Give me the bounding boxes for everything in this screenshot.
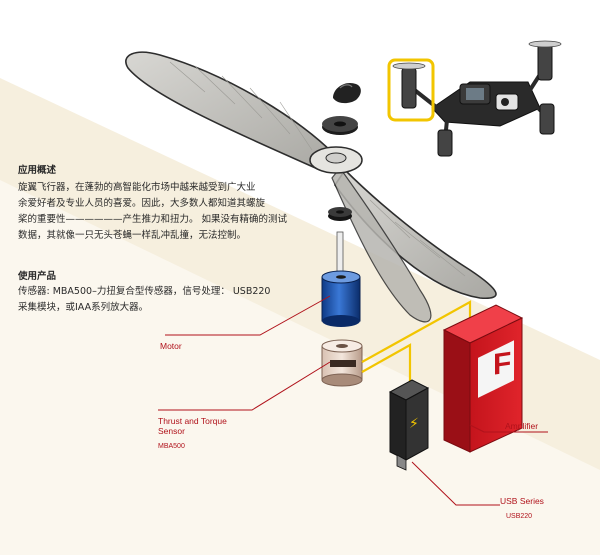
intro-line: 桨的重要性——————产生推力和扭力。 如果没有精确的测试 (18, 214, 288, 225)
signal-cables (361, 300, 472, 392)
sensor-body (321, 339, 363, 387)
amplifier-label: Amplifier (505, 421, 539, 431)
usb-module (388, 379, 430, 471)
washer-top (322, 116, 358, 135)
usb-model-label: USB220 (506, 513, 533, 520)
washer-bottom (328, 207, 352, 221)
products-line: 传感器: MBA500–力扭复合型传感器，信号处理： USB220 (18, 286, 271, 297)
motor-shaft (336, 231, 344, 278)
amplifier-logo: F (493, 346, 511, 381)
products-line: 采集模块，或IAA系列放大器。 (18, 302, 149, 313)
intro-line: 数据，其就像一只无头苍蝇一样乱冲乱撞，无法控制。 (18, 230, 247, 241)
motor-body (321, 270, 361, 327)
callout-lines (158, 295, 548, 506)
intro-heading: 应用概述 (18, 165, 57, 176)
sensor-label-line1: Thrust and Torque (158, 416, 227, 426)
sensor-model-label: MBA500 (158, 443, 185, 450)
intro-line: 余爱好者及专业人员的喜爱。因此，大多数人都知道其螺旋 (18, 198, 266, 209)
intro-body: 旋翼飞行器，在蓬勃的高智能化市场中越来越受到广大业 余爱好者及专业人员的喜爱。因… (18, 180, 318, 244)
drone-illustration (392, 40, 562, 157)
products-heading: 使用产品 (18, 271, 57, 282)
motor-label: Motor (160, 341, 182, 351)
drone-rotor-highlight (387, 58, 435, 122)
spinner-nut (333, 82, 361, 104)
usb-label: USB Series (500, 496, 544, 506)
products-body: 传感器: MBA500–力扭复合型传感器，信号处理： USB220 采集模块，或… (18, 284, 318, 316)
intro-line: 旋翼飞行器，在蓬勃的高智能化市场中越来越受到广大业 (18, 182, 256, 193)
amplifier-device (442, 304, 524, 453)
sensor-label-line2: Sensor (158, 426, 185, 436)
usb-symbol-icon: ⚡ (409, 416, 419, 432)
propeller-illustration (125, 51, 497, 323)
